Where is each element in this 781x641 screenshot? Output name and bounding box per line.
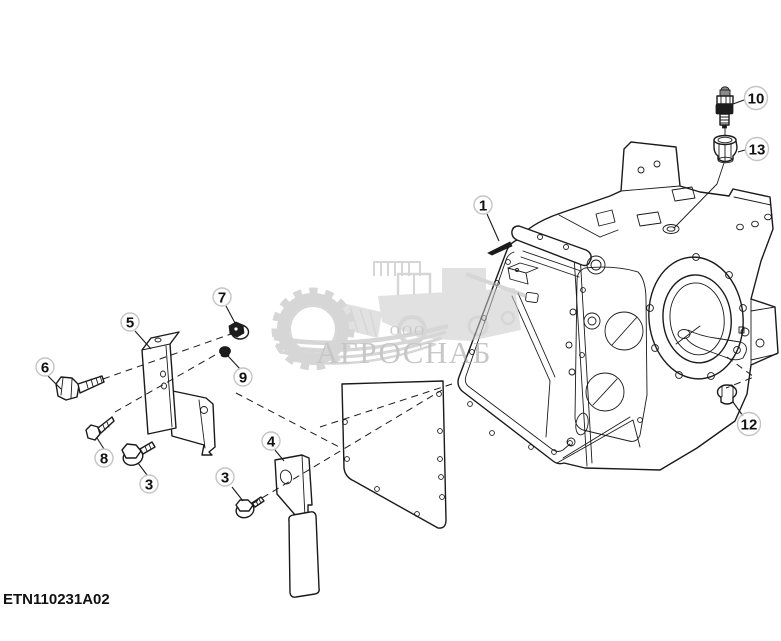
callout-9: 9 — [227, 355, 253, 387]
side-plate-drawing — [341, 380, 447, 529]
callout-circle — [473, 195, 493, 215]
callout-leader-line — [137, 462, 148, 476]
callout-circle — [261, 431, 281, 451]
callout-circle — [35, 357, 55, 377]
callout-layer: 1 5 6 7 9 8 3 3 4 10 13 12 — [35, 85, 770, 502]
callout-number: 13 — [749, 142, 766, 159]
callout-number: 7 — [218, 290, 226, 307]
callout-3b: 3 — [215, 467, 244, 502]
nut-7-drawing — [228, 321, 250, 340]
callout-7: 7 — [212, 287, 236, 324]
callout-3a: 3 — [137, 462, 159, 494]
watermark: ООО АГРОСНАБ — [271, 261, 527, 371]
callout-leader-line — [732, 401, 744, 417]
callout-8: 8 — [94, 437, 114, 468]
bolt-6-drawing — [55, 375, 105, 401]
callout-1: 1 — [473, 195, 500, 242]
bore-bolt-holes — [646, 253, 747, 380]
callout-circle — [212, 287, 232, 307]
callout-6: 6 — [35, 357, 62, 390]
callout-13: 13 — [737, 136, 770, 162]
callout-circle — [120, 312, 140, 332]
bracket-5-drawing — [141, 331, 216, 456]
callout-5: 5 — [120, 312, 152, 350]
swoosh-lines — [273, 323, 449, 365]
pin-9-drawing — [219, 346, 231, 358]
callout-leader-line — [737, 149, 746, 153]
callout-leader-line — [47, 375, 62, 390]
gasket-face — [565, 255, 648, 447]
strap-plate-drawing — [288, 511, 320, 598]
callout-leader-line — [486, 213, 500, 242]
fitting-13-drawing — [713, 134, 738, 164]
callout-circle — [139, 474, 159, 494]
callout-circle — [743, 85, 769, 111]
assembly-axis-lines — [102, 333, 756, 505]
bolt-3b-drawing — [235, 496, 265, 519]
callout-circle — [736, 411, 762, 437]
sensor-10-drawing — [715, 86, 734, 129]
callout-number: 12 — [741, 417, 758, 434]
callout-leader-line — [274, 449, 285, 462]
mounting-lug — [738, 298, 778, 366]
callout-number: 1 — [479, 198, 487, 215]
callout-10: 10 — [732, 85, 769, 111]
line-art — [55, 86, 779, 598]
transmission-housing-drawing — [457, 141, 779, 471]
callout-number: 5 — [126, 315, 134, 332]
watermark-company-name: АГРОСНАБ — [316, 335, 492, 370]
bracket-4-drawing — [274, 454, 313, 518]
callout-number: 9 — [239, 370, 247, 387]
callout-leader-line — [134, 330, 152, 350]
watermark-company-prefix: ООО — [390, 324, 426, 339]
pointer-spike — [487, 241, 513, 256]
callout-number: 8 — [100, 451, 108, 468]
callout-leader-line — [732, 99, 745, 105]
callout-number: 3 — [221, 470, 229, 487]
callout-circle — [94, 448, 114, 468]
callout-leader-line — [96, 437, 105, 450]
callout-circle — [215, 467, 235, 487]
callout-number: 6 — [41, 360, 49, 377]
callout-12: 12 — [732, 401, 762, 437]
callout-number: 3 — [145, 477, 153, 494]
callout-leader-line — [227, 355, 241, 370]
fitting-axis-line — [673, 162, 725, 229]
bolt-3a-drawing — [121, 441, 156, 466]
callout-leader-line — [231, 486, 244, 502]
plug-12-drawing — [716, 384, 738, 405]
callout-circle — [233, 367, 253, 387]
callout-number: 4 — [267, 434, 276, 451]
callout-number: 10 — [748, 91, 765, 108]
callout-circle — [744, 136, 770, 162]
callout-4: 4 — [261, 431, 285, 462]
bolt-8-drawing — [85, 416, 115, 441]
callout-leader-line — [225, 305, 236, 324]
drawing-code: ETN110231A02 — [3, 591, 110, 608]
